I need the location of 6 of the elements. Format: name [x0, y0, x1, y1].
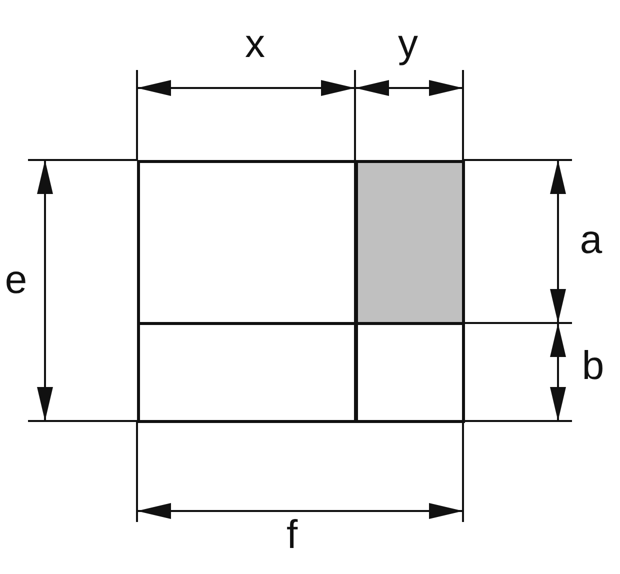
- dimension-label: b: [582, 346, 604, 386]
- dimension-label: x: [245, 24, 265, 64]
- dimension-label: a: [580, 220, 602, 260]
- dimension-label: e: [4, 260, 28, 300]
- dimension-label: y: [398, 24, 418, 64]
- dimension-label: f: [286, 515, 298, 555]
